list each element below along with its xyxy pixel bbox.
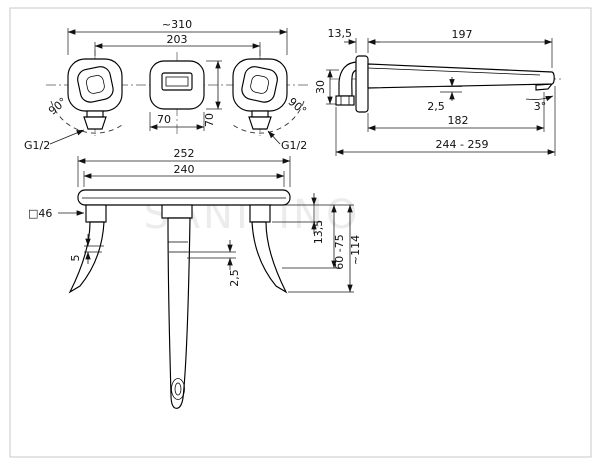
spout-escutcheon-bottom bbox=[161, 204, 193, 219]
right-swing-arc bbox=[232, 100, 305, 134]
spout-angle-label: 3° bbox=[534, 100, 547, 113]
side-view: 3° 13,5 197 30 2,5 182 244 - 259 bbox=[314, 27, 562, 156]
dim-plate-height-label: 70 bbox=[203, 113, 216, 127]
dim-plate-length-label: 252 bbox=[174, 147, 195, 160]
spout-angle-leader bbox=[525, 95, 554, 102]
spout-bottom bbox=[167, 217, 191, 409]
inlet-elbow-side bbox=[335, 61, 359, 106]
left-thread-leader bbox=[49, 129, 85, 145]
dim-spout-thickness-label: 2,5 bbox=[228, 269, 241, 287]
bottom-view: 252 240 □46 5 2,5 13,5 60 -75 bbox=[28, 147, 362, 409]
drawing-border bbox=[9, 7, 592, 458]
dim-plate-width-label: 70 bbox=[157, 113, 171, 126]
dim-plate-to-escutcheon-label: 13,5 bbox=[312, 220, 325, 245]
wall-plate-side bbox=[355, 55, 369, 113]
dim-outlet-drop-label: 2,5 bbox=[427, 100, 445, 113]
left-swing-arc bbox=[50, 100, 123, 134]
right-thread-leader bbox=[267, 130, 281, 145]
dim-lever-thickness-label: 5 bbox=[69, 255, 82, 262]
wall-plate-bottom bbox=[77, 189, 291, 206]
right-lever-bottom bbox=[251, 221, 288, 294]
dim-handle-centers-label: 203 bbox=[167, 33, 188, 46]
right-swing-angle-label: 90° bbox=[286, 95, 309, 117]
dim-total-depth-label: ~114 bbox=[349, 235, 362, 265]
dim-inner-length-label: 240 bbox=[174, 163, 195, 176]
right-thread-label: G1/2 bbox=[281, 139, 307, 152]
dim-total-projection-label: 244 - 259 bbox=[436, 138, 489, 151]
dim-plate-thickness-label: 13,5 bbox=[328, 27, 353, 40]
front-view: 90° 90° G1/2 G1/2 ~310 203 70 70 bbox=[24, 18, 310, 152]
dim-depth-range-label: 60 -75 bbox=[333, 234, 346, 269]
right-handle-front bbox=[232, 58, 288, 130]
dim-inlet-height-label: 30 bbox=[314, 80, 327, 94]
dim-projection-label: 182 bbox=[448, 114, 469, 127]
left-thread-label: G1/2 bbox=[24, 139, 50, 152]
spout-arm-side bbox=[367, 63, 555, 91]
spout-front bbox=[149, 60, 205, 110]
left-escutcheon-bottom bbox=[85, 204, 107, 223]
dim-reach-label: 197 bbox=[452, 28, 473, 41]
left-handle-front bbox=[67, 58, 123, 130]
right-escutcheon-bottom bbox=[249, 204, 271, 223]
dim-escutcheon-size-label: □46 bbox=[28, 207, 52, 220]
dim-total-width-label: ~310 bbox=[162, 18, 192, 31]
left-swing-angle-label: 90° bbox=[46, 95, 69, 117]
